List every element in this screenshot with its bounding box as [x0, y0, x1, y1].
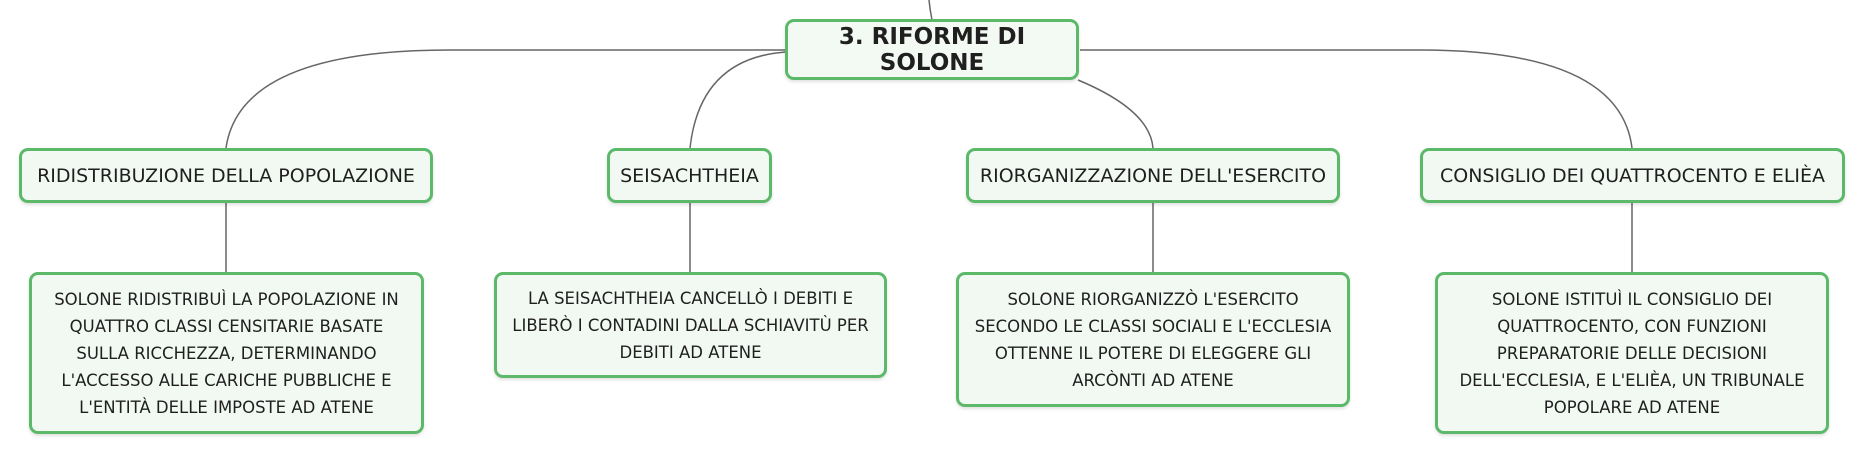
- connector-root-branch-1: [225, 49, 786, 149]
- connector-root-branch-3: [1077, 79, 1154, 149]
- branch-ridistribuzione[interactable]: RIDISTRIBUZIONE DELLA POPOLAZIONE: [19, 148, 433, 203]
- root-topic[interactable]: 3. RIFORME DI SOLONE: [785, 19, 1079, 80]
- detail-ridistribuzione[interactable]: SOLONE RIDISTRIBUÌ LA POPOLAZIONE IN QUA…: [29, 272, 424, 434]
- parent-connector: [928, 0, 933, 21]
- connector-root-branch-2: [689, 51, 787, 149]
- branch-riorganizzazione[interactable]: RIORGANIZZAZIONE DELL'ESERCITO: [966, 148, 1340, 203]
- branch-consiglio[interactable]: CONSIGLIO DEI QUATTROCENTO E ELIÈA: [1420, 148, 1845, 203]
- detail-seisachtheia[interactable]: LA SEISACHTHEIA CANCELLÒ I DEBITI E LIBE…: [494, 272, 887, 378]
- connector-root-branch-4: [1080, 49, 1633, 149]
- detail-consiglio[interactable]: SOLONE ISTITUÌ IL CONSIGLIO DEI QUATTROC…: [1435, 272, 1829, 434]
- detail-riorganizzazione[interactable]: SOLONE RIORGANIZZÒ L'ESERCITO SECONDO LE…: [956, 272, 1350, 407]
- branch-seisachtheia[interactable]: SEISACHTHEIA: [607, 148, 772, 203]
